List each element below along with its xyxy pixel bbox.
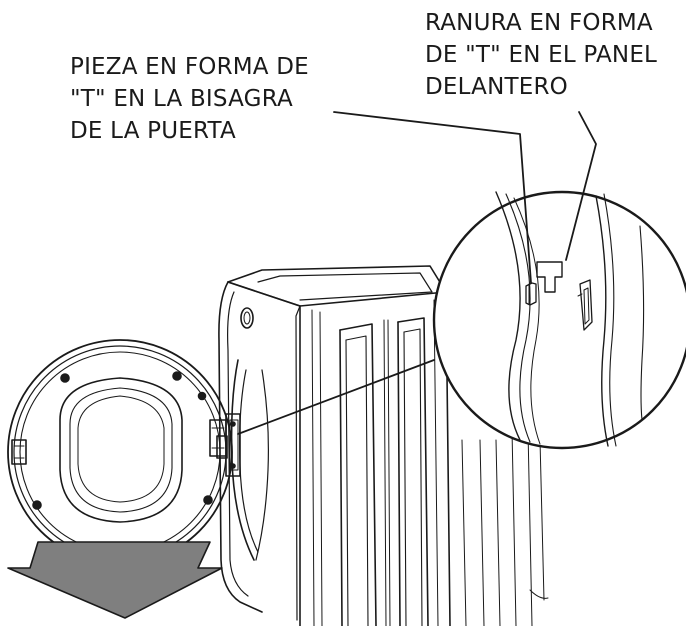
down-left-arrow-icon <box>7 541 223 619</box>
leader-line-magnifier-to-hinge <box>237 359 435 435</box>
callout-line: DE "T" EN EL PANEL <box>425 42 658 68</box>
callout-door-hinge-t-piece: PIEZA EN FORMA DE "T" EN LA BISAGRA DE L… <box>70 51 309 147</box>
callout-line: DELANTERO <box>425 74 568 100</box>
callout-line: DE LA PUERTA <box>70 118 236 144</box>
magnified-detail <box>432 190 686 450</box>
leader-line-panel-t-slot <box>565 111 597 261</box>
leader-line-hinge-t-piece <box>333 111 532 284</box>
open-door <box>7 339 233 565</box>
callout-line: PIEZA EN FORMA DE <box>70 54 309 80</box>
callout-line: RANURA EN FORMA <box>425 10 653 36</box>
callout-line: "T" EN LA BISAGRA <box>70 86 293 112</box>
leader-lines <box>237 111 597 435</box>
callout-front-panel-t-slot: RANURA EN FORMA DE "T" EN EL PANEL DELAN… <box>425 7 657 103</box>
